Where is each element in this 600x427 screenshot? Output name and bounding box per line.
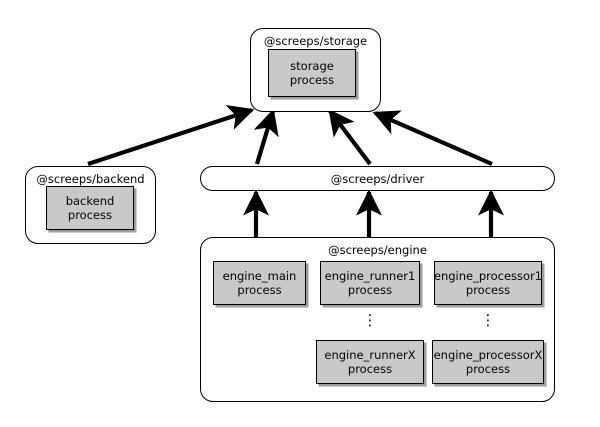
process-box-engine-processorX: engine_processorX process — [432, 340, 544, 384]
edge-driver-to-storage-left — [253, 108, 279, 165]
process-name-line2: process — [465, 283, 511, 297]
package-storage-label: @screeps/storage — [263, 34, 368, 48]
process-box-backend: backend process — [46, 186, 134, 230]
process-name-line2: process — [289, 73, 335, 87]
process-name-line1: engine_processorX — [433, 348, 543, 362]
package-driver-label: @screeps/driver — [330, 171, 425, 186]
process-box-engine-processor1: engine_processor1 process — [434, 261, 542, 305]
process-box-storage: storage process — [268, 49, 356, 97]
process-box-engine-main: engine_main process — [213, 261, 306, 305]
edge-backend-to-storage — [87, 104, 255, 166]
continuation-dots-processor: ⋮ — [480, 311, 496, 329]
package-engine-label: @screeps/engine — [328, 243, 427, 257]
edge-driver-to-storage-middle — [328, 108, 372, 166]
process-box-engine-runner1: engine_runner1 process — [320, 261, 420, 305]
process-name-line1: storage — [290, 59, 334, 73]
package-backend-label: @screeps/backend — [36, 172, 145, 186]
continuation-dots-runner: ⋮ — [362, 311, 378, 329]
process-name-line2: process — [347, 283, 393, 297]
process-name-line2: process — [237, 283, 282, 297]
process-name-line1: engine_runnerX — [324, 348, 416, 362]
process-name-line2: process — [465, 362, 511, 376]
process-name-line1: engine_processor1 — [433, 269, 543, 283]
process-name-line1: engine_runner1 — [324, 269, 416, 283]
edge-driver-to-storage-right — [372, 110, 493, 166]
process-name-line1: backend — [65, 194, 115, 208]
process-name-line1: engine_main — [222, 269, 297, 283]
process-name-line2: process — [67, 208, 113, 222]
process-box-engine-runnerX: engine_runnerX process — [316, 340, 424, 384]
package-driver: @screeps/driver — [200, 166, 555, 191]
process-name-line2: process — [347, 362, 393, 376]
